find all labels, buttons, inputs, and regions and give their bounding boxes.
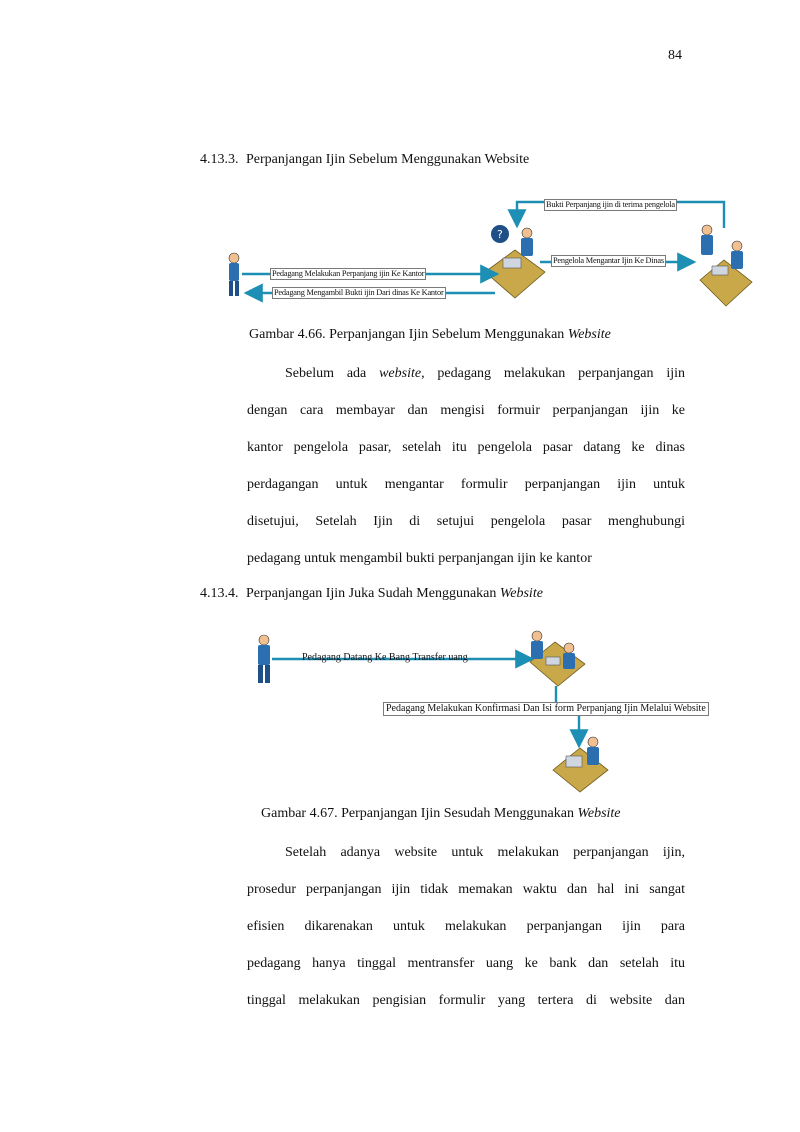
label-konfirmasi-website: Pedagang Melakukan Konfirmasi Dan Isi fo…	[383, 702, 709, 716]
paragraph-line: Setelah adanya website untuk melakukan p…	[285, 845, 685, 860]
dinas-perdagangan-icon	[699, 224, 753, 307]
caption-text: Gambar 4.66. Perpanjangan Ijin Sebelum M…	[249, 327, 568, 342]
arrow-bank-to-website	[554, 686, 589, 749]
paragraph-line: Sebelum ada website, pedagang melakukan …	[285, 366, 686, 381]
page-number: 84	[668, 48, 682, 63]
section-number: 4.13.3.	[200, 152, 239, 167]
paragraph-line: disetujui, Setelah Ijin di setujui penge…	[247, 514, 685, 529]
section-heading-4-13-3: 4.13.3. Perpanjangan Ijin Sebelum Menggun…	[200, 152, 529, 168]
paragraph-after-website: Setelah adanya website untuk melakukan p…	[247, 834, 685, 1019]
figure-caption-4-66: Gambar 4.66. Perpanjangan Ijin Sebelum M…	[249, 327, 611, 343]
label-bukti-diterima: Bukti Perpanjang ijin di terima pengelol…	[544, 199, 677, 211]
pedagang-person-icon-2	[258, 634, 270, 683]
paragraph-line: dengan cara membayar dan mengisi formuir…	[247, 403, 685, 418]
section-title-emphasis: Website	[499, 586, 543, 601]
label-ambil-bukti: Pedagang Mengambil Bukti ijin Dari dinas…	[272, 287, 446, 299]
section-heading-4-13-4: 4.13.4. Perpanjangan Ijin Juka Sudah Meng…	[200, 586, 543, 602]
website-admin-icon	[552, 736, 609, 793]
section-title: Perpanjangan Ijin Sebelum Menggunakan We…	[246, 152, 530, 167]
pedagang-person-icon	[228, 252, 240, 296]
paragraph-line: kantor pengelola pasar, setelah itu peng…	[247, 440, 685, 455]
paragraph-line: pedagang untuk mengambil bukti perpanjan…	[247, 551, 592, 566]
kantor-pengelola-icon: ?	[484, 225, 546, 299]
paragraph-line: efisien dikarenakan untuk melakukan perp…	[247, 919, 685, 934]
caption-emphasis: Website	[567, 327, 611, 342]
caption-text: Gambar 4.67. Perpanjangan Ijin Sesudah M…	[261, 806, 578, 821]
svg-text:?: ?	[497, 228, 503, 241]
label-antar-ke-dinas: Pengelola Mengantar Ijin Ke Dinas	[551, 255, 666, 267]
paragraph-line: prosedur perpanjangan ijin tidak memakan…	[247, 882, 685, 897]
label-perpanjang-ke-kantor: Pedagang Melakukan Perpanjang ijin Ke Ka…	[270, 268, 427, 280]
caption-emphasis: Website	[577, 806, 621, 821]
paragraph-line: perdagangan untuk mengantar formulir per…	[247, 477, 685, 492]
section-title: Perpanjangan Ijin Juka Sudah Menggunakan	[246, 586, 500, 601]
figure-caption-4-67: Gambar 4.67. Perpanjangan Ijin Sesudah M…	[261, 806, 621, 822]
bank-icon	[529, 630, 586, 687]
paragraph-line: pedagang hanya tinggal mentransfer uang …	[247, 956, 685, 971]
paragraph-line: tinggal melakukan pengisian formulir yan…	[247, 993, 685, 1008]
paragraph-before-website: Sebelum ada website, pedagang melakukan …	[247, 355, 685, 577]
section-number: 4.13.4.	[200, 586, 239, 601]
label-transfer-bank: Pedagang Datang Ke Bang Transfer uang	[302, 652, 468, 663]
